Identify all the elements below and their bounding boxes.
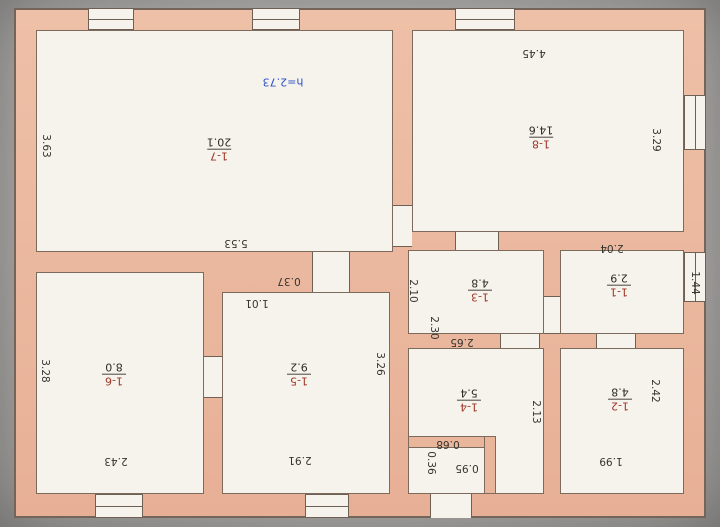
entrance-door-opening	[430, 494, 472, 518]
window	[305, 494, 349, 518]
dimension-label: 4.45	[522, 47, 546, 59]
room-number: 1-6	[102, 373, 126, 388]
room-label-1-2: 1-2 4.8	[608, 385, 632, 413]
room-label-1-1: 1-1 2.9	[607, 271, 631, 299]
dimension-label: 1.44	[689, 271, 701, 295]
room-area: 20.1	[206, 135, 232, 149]
dimension-label: 1.01	[245, 297, 269, 309]
dimension-label: 0.95	[455, 462, 479, 474]
dimension-label: 1.99	[599, 455, 623, 467]
door-opening	[596, 334, 636, 348]
window-glass-line	[694, 253, 696, 301]
room-number: 1-5	[287, 373, 311, 388]
dimension-label: 0.36	[425, 451, 437, 475]
room-area: 5.4	[460, 386, 478, 400]
dimension-label: 2.42	[649, 379, 661, 403]
window-glass-line	[306, 505, 348, 507]
dimension-label: 0.68	[436, 438, 460, 450]
dimension-label: 2.13	[530, 400, 542, 424]
door-opening	[393, 205, 412, 247]
window	[252, 8, 300, 30]
room-1-5	[222, 292, 390, 494]
door-opening	[204, 356, 222, 398]
window-glass-line	[96, 505, 142, 507]
room-number: 1-8	[529, 136, 553, 151]
room-area: 9.2	[290, 360, 308, 374]
room-1-1	[560, 250, 684, 334]
door-opening	[544, 296, 560, 334]
room-label-1-8: 1-8 14.6	[528, 123, 554, 151]
window	[684, 252, 706, 302]
room-number: 1-7	[207, 148, 231, 163]
dimension-label: 2.10	[407, 279, 419, 303]
window-glass-line	[89, 18, 133, 20]
room-label-1-3: 1-3 4.8	[468, 276, 492, 304]
window-glass-line	[253, 18, 299, 20]
window	[684, 95, 706, 150]
door-opening	[312, 252, 350, 292]
door-opening	[500, 334, 540, 348]
ceiling-height-note: h=2.73	[262, 75, 304, 89]
dimension-label: 0.37	[277, 275, 301, 287]
room-area: 4.8	[471, 276, 489, 290]
dimension-label: 2.65	[450, 336, 474, 348]
dimension-label: 3.63	[40, 134, 52, 158]
dimension-label: 2.30	[428, 316, 440, 340]
room-1-3	[408, 250, 544, 334]
room-number: 1-3	[468, 289, 492, 304]
room-number: 1-4	[457, 399, 481, 414]
window	[455, 8, 515, 30]
room-1-8	[412, 30, 684, 232]
dimension-label: 2.43	[104, 455, 128, 467]
door-opening	[455, 232, 499, 250]
room-label-1-5: 1-5 9.2	[287, 360, 311, 388]
dimension-label: 5.53	[224, 237, 248, 249]
room-1-6	[36, 272, 204, 494]
room-area: 2.9	[610, 271, 628, 285]
dimension-label: 2.91	[288, 454, 312, 466]
room-1-7	[36, 30, 393, 252]
room-number: 1-1	[607, 284, 631, 299]
dimension-label: 3.29	[650, 128, 662, 152]
room-label-1-6: 1-6 8.0	[102, 360, 126, 388]
window	[95, 494, 143, 518]
room-area: 8.0	[105, 360, 123, 374]
room-area: 14.6	[528, 123, 554, 137]
window-glass-line	[456, 18, 514, 20]
room-number: 1-2	[608, 398, 632, 413]
dimension-label: 2.04	[600, 242, 624, 254]
window	[88, 8, 134, 30]
dimension-label: 3.26	[374, 352, 386, 376]
window-glass-line	[694, 96, 696, 149]
room-area: 4.8	[611, 385, 629, 399]
partition-wall	[484, 436, 496, 494]
room-1-4	[408, 348, 544, 494]
room-1-2	[560, 348, 684, 494]
room-label-1-4: 1-4 5.4	[457, 386, 481, 414]
dimension-label: 3.28	[39, 359, 51, 383]
room-label-1-7: 1-7 20.1	[206, 135, 232, 163]
